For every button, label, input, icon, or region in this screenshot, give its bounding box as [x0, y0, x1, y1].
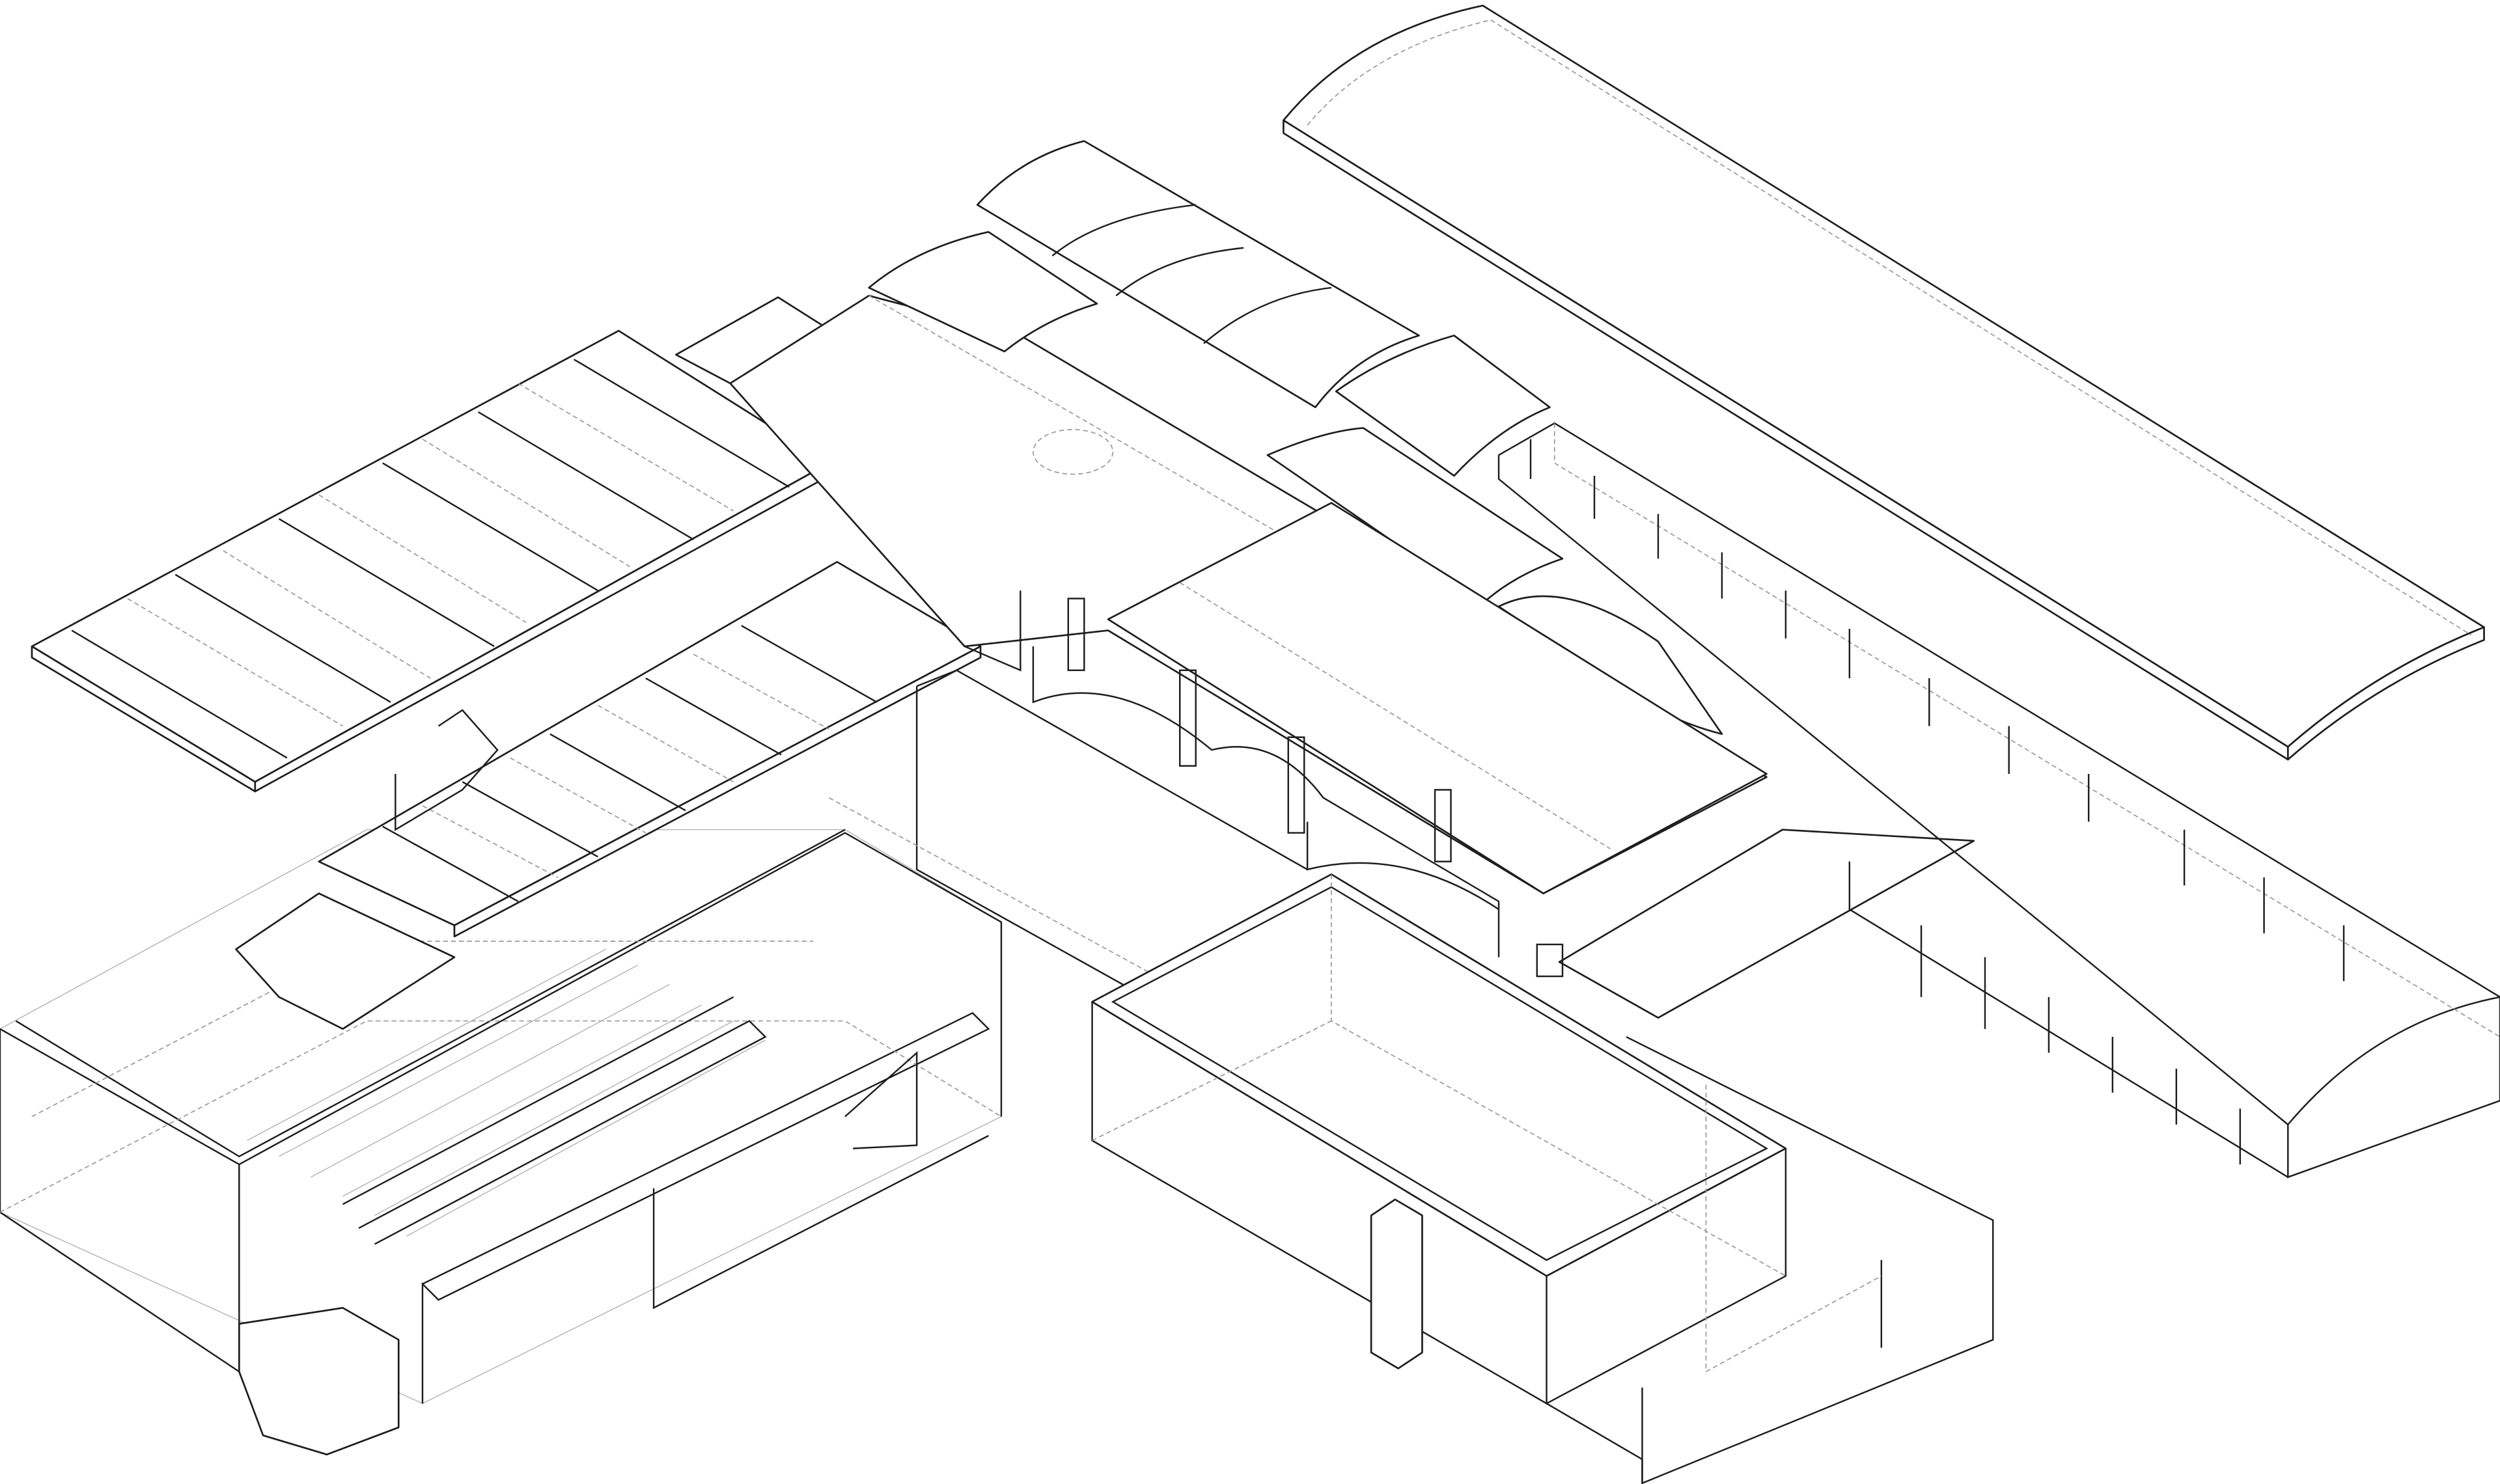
- seating-rows: [247, 948, 767, 1245]
- long-vault-roof: [1283, 5, 2485, 761]
- posts: [1067, 598, 1564, 978]
- columns: [1529, 439, 2345, 1164]
- middle-walls: [829, 646, 1500, 1062]
- stepped-roof-upper: [31, 329, 830, 793]
- colonnade-wing: [1497, 422, 2500, 1179]
- right-roof-plane: [1558, 829, 1975, 1019]
- stepped-roof-lower: [235, 560, 982, 1030]
- left-building: [0, 829, 1003, 1456]
- central-box-building: [1091, 873, 1994, 1484]
- vaulted-roof-modules: [868, 140, 1768, 894]
